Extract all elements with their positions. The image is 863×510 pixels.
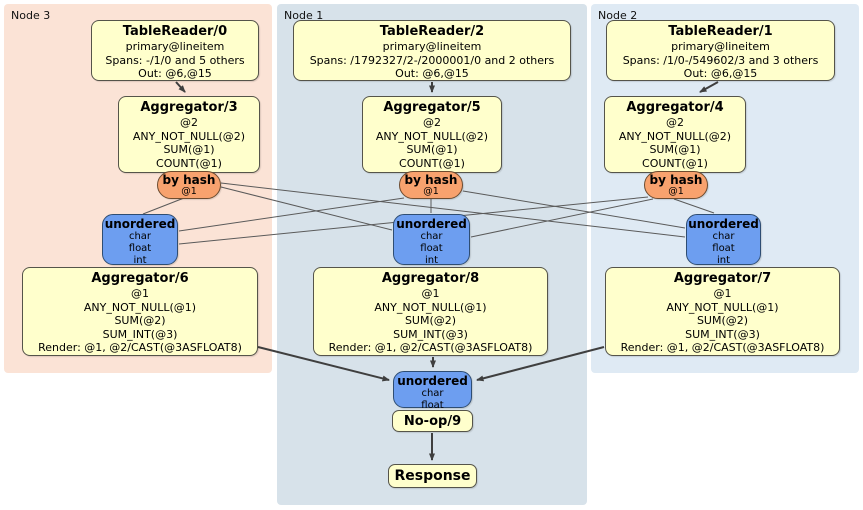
processor-aggregator-5: Aggregator/5 @2 ANY_NOT_NULL(@2) SUM(@1)… (362, 96, 502, 173)
processor-row: COUNT(@1) (156, 156, 222, 170)
processor-row: @1 (421, 287, 440, 300)
processor-row: @2 (423, 116, 441, 129)
processor-row: SUM(@1) (163, 143, 215, 156)
processor-row: ANY_NOT_NULL(@2) (618, 129, 732, 143)
processor-row: ANY_NOT_NULL(@2) (132, 129, 246, 143)
stream-type: char (420, 231, 443, 242)
stream-type: char (712, 231, 735, 242)
stream-type: char (128, 231, 152, 242)
processor-tablereader-0: TableReader/0 primary@lineitem Spans: -/… (91, 20, 259, 81)
stream-type: int (424, 255, 439, 266)
processor-row: SUM_INT(@3) (102, 327, 178, 341)
stream-type: float (420, 243, 443, 254)
stream-unordered-node3: unordered char float int (102, 214, 178, 266)
processor-title: Aggregator/5 (383, 100, 481, 115)
stream-unordered-node2: unordered char float int (686, 214, 761, 266)
stream-type: int (133, 255, 147, 266)
processor-title: TableReader/2 (379, 24, 485, 39)
processor-title: Aggregator/7 (673, 271, 772, 286)
router-by-hash-node2: by hash @1 (644, 171, 708, 199)
processor-row: @1 (131, 287, 149, 300)
node2-label: Node 2 (598, 9, 638, 22)
processor-row: primary@lineitem (125, 40, 225, 53)
stream-title: unordered (396, 217, 467, 231)
processor-row: @1 (713, 287, 732, 300)
processor-row: Out: @6,@15 (395, 67, 469, 80)
processor-row: primary@lineitem (671, 40, 770, 53)
router-detail: @1 (423, 186, 439, 197)
response-title: Response (394, 468, 471, 484)
router-detail: @1 (668, 186, 684, 197)
processor-title: Aggregator/3 (140, 100, 238, 115)
processor-row: SUM(@1) (406, 143, 458, 156)
router-title: by hash (162, 173, 216, 187)
processor-row: ANY_NOT_NULL(@1) (83, 300, 197, 314)
processor-row: SUM_INT(@3) (685, 327, 760, 341)
processor-row: SUM(@1) (649, 143, 701, 156)
processor-row: SUM(@2) (696, 314, 749, 327)
processor-row: SUM_INT(@3) (393, 327, 468, 341)
router-by-hash-node1: by hash @1 (399, 171, 463, 199)
processor-title: No-op/9 (403, 413, 462, 429)
processor-title: Aggregator/8 (381, 271, 480, 286)
processor-title: TableReader/1 (668, 24, 773, 39)
node3-label: Node 3 (11, 9, 51, 22)
response-box: Response (388, 464, 477, 488)
processor-aggregator-3: Aggregator/3 @2 ANY_NOT_NULL(@2) SUM(@1)… (118, 96, 260, 173)
processor-row: SUM(@2) (404, 314, 457, 327)
processor-row: Spans: /1/0-/549602/3 and 3 others (622, 53, 819, 67)
processor-title: TableReader/0 (122, 24, 228, 39)
processor-row: Render: @1, @2/CAST(@3ASFLOAT8) (38, 341, 242, 354)
processor-aggregator-7: Aggregator/7 @1 ANY_NOT_NULL(@1) SUM(@2)… (605, 267, 840, 356)
stream-type: char (421, 388, 444, 399)
processor-row: SUM(@2) (114, 314, 166, 327)
processor-row: Spans: -/1/0 and 5 others (105, 53, 245, 67)
router-detail: @1 (181, 186, 197, 197)
processor-tablereader-2: TableReader/2 primary@lineitem Spans: /1… (293, 20, 571, 81)
processor-noop-9: No-op/9 (392, 410, 473, 432)
stream-type: float (712, 243, 735, 254)
processor-row: Out: @6,@15 (683, 67, 758, 80)
processor-row: COUNT(@1) (399, 156, 465, 170)
stream-title: unordered (688, 217, 759, 231)
processor-row: @2 (180, 116, 198, 129)
processor-row: ANY_NOT_NULL(@1) (666, 300, 779, 314)
processor-row: Render: @1, @2/CAST(@3ASFLOAT8) (328, 341, 533, 354)
stream-unordered-node1: unordered char float int (393, 214, 470, 266)
stream-title: unordered (397, 374, 468, 388)
processor-row: Out: @6,@15 (138, 67, 212, 80)
processor-aggregator-8: Aggregator/8 @1 ANY_NOT_NULL(@1) SUM(@2)… (313, 267, 548, 356)
processor-row: @2 (666, 116, 684, 129)
processor-row: ANY_NOT_NULL(@2) (375, 129, 489, 143)
stream-unordered-final: unordered char float (393, 371, 472, 411)
processor-row: primary@lineitem (382, 40, 482, 53)
processor-row: Render: @1, @2/CAST(@3ASFLOAT8) (620, 341, 825, 354)
processor-aggregator-4: Aggregator/4 @2 ANY_NOT_NULL(@2) SUM(@1)… (604, 96, 746, 173)
processor-title: Aggregator/6 (91, 271, 189, 286)
stream-type: int (716, 255, 731, 266)
router-title: by hash (649, 173, 703, 187)
processor-row: Spans: /1792327/2-/2000001/0 and 2 other… (309, 53, 555, 67)
processor-row: ANY_NOT_NULL(@1) (374, 300, 487, 314)
processor-tablereader-1: TableReader/1 primary@lineitem Spans: /1… (606, 20, 835, 81)
router-title: by hash (404, 173, 458, 187)
processor-aggregator-6: Aggregator/6 @1 ANY_NOT_NULL(@1) SUM(@2)… (22, 267, 258, 356)
router-by-hash-node3: by hash @1 (157, 171, 221, 199)
stream-type: float (128, 243, 152, 254)
stream-type: float (421, 400, 444, 411)
node1-label: Node 1 (284, 9, 324, 22)
processor-title: Aggregator/4 (626, 100, 724, 115)
stream-title: unordered (104, 217, 176, 231)
processor-row: COUNT(@1) (642, 156, 708, 170)
